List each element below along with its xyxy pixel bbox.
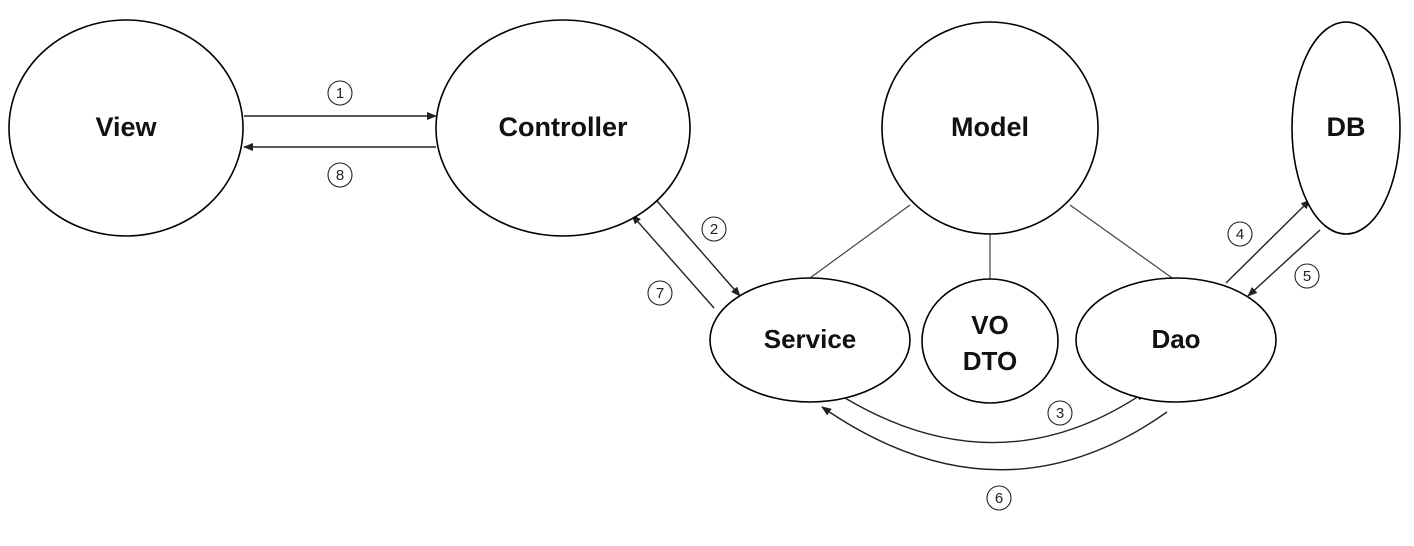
step-7-label: 7: [656, 285, 664, 302]
link-model-dao: [1069, 204, 1176, 281]
step-6-circle: [986, 485, 1012, 511]
step-2-circle: [701, 216, 727, 242]
vo-label: VO: [971, 310, 1009, 340]
view-node: View: [8, 19, 244, 237]
controller-ellipse: [435, 19, 691, 237]
controller-node: Controller: [435, 19, 691, 237]
db-ellipse: [1291, 21, 1401, 235]
step-3: 3: [1047, 400, 1073, 426]
step-2-label: 2: [710, 221, 718, 238]
step-4-label: 4: [1236, 226, 1244, 243]
arrow-dao-to-db: [1225, 199, 1311, 284]
dao-node: Dao: [1075, 277, 1277, 403]
dto-label: DTO: [963, 346, 1017, 376]
step-2: 2: [701, 216, 727, 242]
step-8-label: 8: [336, 167, 344, 184]
link-model-service: [809, 204, 911, 279]
step-1: 1: [327, 80, 353, 106]
step-7-circle: [647, 280, 673, 306]
step-5-circle: [1294, 263, 1320, 289]
step-6-label: 6: [995, 490, 1003, 507]
arrow-db-to-dao: [1247, 229, 1321, 297]
arrow-service-to-controller: [631, 214, 715, 309]
step-4: 4: [1227, 221, 1253, 247]
step-5: 5: [1294, 263, 1320, 289]
step-7: 7: [647, 280, 673, 306]
step-6: 6: [986, 485, 1012, 511]
step-3-label: 3: [1056, 405, 1064, 422]
step-1-circle: [327, 80, 353, 106]
model-links: [809, 204, 1176, 281]
db-node: DB: [1291, 21, 1401, 235]
controller-label: Controller: [498, 112, 627, 142]
step-1-label: 1: [336, 85, 344, 102]
arrow-controller-to-service: [656, 200, 741, 297]
step-5-label: 5: [1303, 268, 1311, 285]
dao-ellipse: [1075, 277, 1277, 403]
step-4-circle: [1227, 221, 1253, 247]
view-ellipse: [8, 19, 244, 237]
model-node: Model: [881, 21, 1099, 235]
dao-label: Dao: [1151, 324, 1200, 354]
flow-arrows: [243, 112, 1321, 471]
arrow-dao-to-service: [821, 406, 1168, 471]
vo-dto-node: VO DTO: [921, 278, 1059, 404]
service-node: Service: [709, 277, 911, 403]
db-label: DB: [1327, 112, 1366, 142]
model-ellipse: [881, 21, 1099, 235]
step-8-circle: [327, 162, 353, 188]
service-ellipse: [709, 277, 911, 403]
model-label: Model: [951, 112, 1029, 142]
view-label: View: [95, 112, 157, 142]
vo-dto-ellipse: [921, 278, 1059, 404]
step-3-circle: [1047, 400, 1073, 426]
step-8: 8: [327, 162, 353, 188]
arrow-service-to-dao: [844, 391, 1146, 444]
service-label: Service: [764, 324, 857, 354]
